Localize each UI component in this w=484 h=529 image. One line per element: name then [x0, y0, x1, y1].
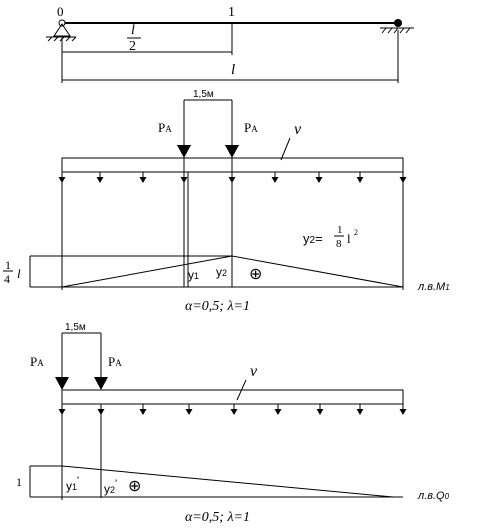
m1-force-1-label: PA: [158, 120, 172, 135]
beam-scheme: 0 1 l 2 l: [46, 4, 414, 83]
q0-y2-label: y2': [104, 478, 117, 496]
q0-influence-line: 1 y1' y2' ⊕ л.в.Q0 α=0,5; λ=1: [16, 465, 450, 525]
q0-load-arrow-head: [399, 409, 407, 415]
m1-load-arrow-head: [356, 177, 364, 183]
q0-height-label: 1: [16, 475, 22, 489]
q0-load-arrow-head: [316, 409, 324, 415]
left-pin-support: [46, 19, 77, 42]
m1-distributed-leader: [280, 137, 291, 161]
q0-force-1-label: PA: [30, 354, 44, 369]
q0-load-arrow-head: [185, 409, 193, 415]
support-left-label: 0: [57, 4, 64, 19]
m1-spacing-label: 1,5м: [193, 89, 214, 100]
q0-distributed-label: ν: [250, 363, 258, 380]
m1-y2-label: y2: [216, 265, 227, 279]
q0-force-2-label: PA: [108, 354, 122, 369]
m1-load-arrow-head: [139, 177, 147, 183]
q0-load-strip: [61, 389, 404, 405]
m1-plus-sign: ⊕: [249, 266, 262, 283]
m1-load-arrow-head: [315, 177, 323, 183]
q0-line-name: л.в.Q0: [417, 490, 450, 502]
m1-force-1-arrow: [177, 145, 191, 158]
m1-height-num: 1: [5, 258, 11, 272]
q0-plus-sign: ⊕: [128, 478, 141, 495]
svg-text:8: 8: [336, 238, 342, 250]
svg-text:l: l: [347, 231, 351, 246]
q0-sloped-line: [61, 465, 394, 498]
q0-loading: 1,5м PA PA ν: [30, 322, 407, 500]
m1-force-2-arrow: [225, 145, 239, 158]
m1-triangle: [61, 255, 404, 288]
q0-load-arrow-head: [230, 409, 238, 415]
half-denominator: 2: [129, 39, 136, 54]
span-label: l: [231, 62, 235, 78]
q0-load-arrow-head: [356, 409, 364, 415]
svg-text:y2=: y2=: [303, 231, 323, 246]
q0-params: α=0,5; λ=1: [185, 510, 250, 525]
q0-load-arrow-head: [274, 409, 282, 415]
m1-distributed-label: ν: [294, 121, 302, 138]
m1-load-arrow-head: [96, 177, 104, 183]
m1-y1-label: y1: [188, 268, 199, 282]
midpoint-label: 1: [228, 5, 235, 20]
q0-y1-label: y1': [66, 475, 79, 493]
m1-load-arrow-head: [271, 177, 279, 183]
q0-force-2-arrow: [94, 377, 108, 390]
m1-loading: 1,5м PA PA ν: [58, 89, 407, 290]
q0-force-1-arrow: [55, 377, 69, 390]
m1-line-name: л.в.M1: [417, 281, 450, 293]
m1-params: α=0,5; λ=1: [185, 299, 250, 314]
half-numerator: l: [131, 23, 135, 38]
q0-load-arrow-head: [139, 409, 147, 415]
svg-text:2: 2: [354, 228, 358, 237]
right-roller-support: [380, 19, 414, 34]
q0-load-arrows: [58, 404, 407, 415]
q0-spacing-label: 1,5м: [65, 322, 86, 333]
m1-height-var: l: [17, 266, 21, 281]
m1-y2-formula: y2= 1 8 l 2: [303, 224, 358, 250]
m1-force-2-label: PA: [244, 120, 258, 135]
svg-text:1: 1: [337, 224, 343, 236]
m1-height-den: 4: [4, 272, 10, 286]
m1-influence-line: 1 4 l y1 y2 ⊕ y2= 1 8 l 2 л.в.M1 α=0,5; …: [3, 224, 450, 314]
